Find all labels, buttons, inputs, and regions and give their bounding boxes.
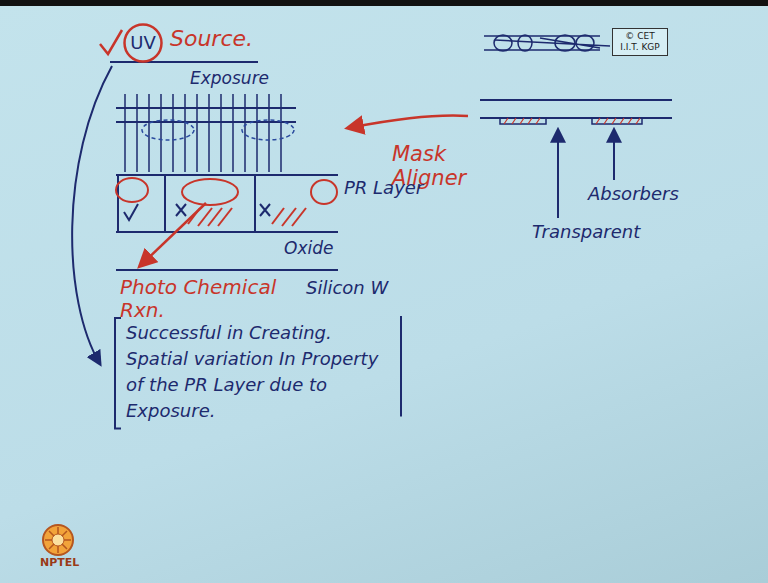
result-arrow bbox=[72, 66, 112, 364]
layer-label: Silicon W bbox=[306, 278, 388, 299]
source-label: Source. bbox=[170, 26, 253, 51]
source-circle: UV bbox=[123, 23, 163, 63]
crossed-sketch bbox=[484, 35, 610, 51]
layer-label: Oxide bbox=[284, 239, 333, 259]
reaction-label: Photo Chemical Rxn. bbox=[120, 276, 300, 322]
top-border bbox=[0, 0, 768, 6]
mask-sketch bbox=[480, 100, 672, 118]
circle-outline bbox=[125, 25, 162, 62]
logo-text: NPTEL bbox=[40, 557, 79, 570]
layer-label: PR Layer bbox=[344, 178, 423, 199]
part-label: Absorbers bbox=[588, 184, 679, 205]
nptel-logo bbox=[43, 525, 73, 555]
step-label: Exposure bbox=[190, 69, 269, 89]
pointer-arrow bbox=[557, 130, 559, 218]
mask-plate bbox=[116, 108, 296, 122]
absorber-ellipse bbox=[142, 120, 294, 140]
pointer-arrow bbox=[613, 130, 615, 180]
absorber-strip bbox=[500, 118, 642, 124]
note-bracket: Successful in Creating. Spatial variatio… bbox=[112, 316, 404, 430]
reaction-arrow bbox=[140, 203, 206, 266]
right-rule bbox=[400, 316, 402, 416]
wafer-layers bbox=[116, 175, 338, 270]
part-label: Transparent bbox=[532, 222, 640, 243]
aligner-arrow bbox=[348, 116, 468, 128]
copyright-box: © CET I.I.T. KGP bbox=[612, 28, 668, 56]
node-text: © CET I.I.T. KGP bbox=[617, 31, 663, 53]
left-bracket bbox=[115, 318, 121, 428]
underline bbox=[110, 61, 258, 63]
node-text: Successful in Creating. Spatial variatio… bbox=[126, 320, 390, 424]
uv-rays bbox=[125, 94, 281, 172]
check-mark bbox=[100, 30, 122, 54]
hatching bbox=[188, 208, 306, 226]
exposed-region bbox=[116, 178, 337, 205]
node-text: UV bbox=[130, 32, 156, 54]
